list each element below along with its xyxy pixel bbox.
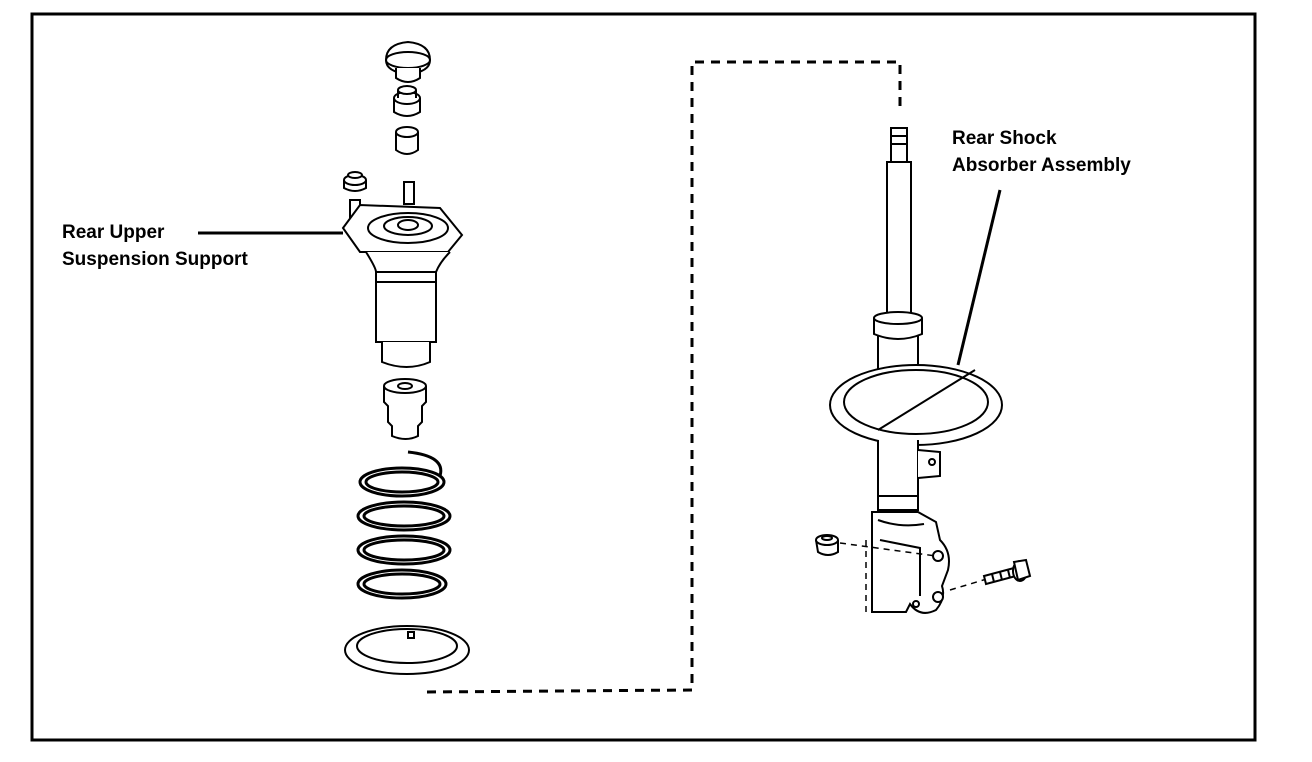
upper-support-label-line1: Rear Upper	[62, 222, 165, 243]
nut-icon	[393, 85, 421, 117]
assembly-dashed-line	[426, 60, 902, 694]
bump-stopper-icon	[383, 378, 427, 440]
dust-cap-icon	[384, 40, 432, 83]
flange-nut-right-icon	[815, 534, 839, 556]
rear-shock-absorber-assembly-label: Rear Shock Absorber Assembly	[952, 125, 1131, 179]
upper-support-label-line2: Suspension Support	[62, 249, 248, 270]
rear-upper-suspension-support-label: Rear Upper Suspension Support	[62, 219, 248, 273]
flange-nut-icon	[343, 171, 367, 192]
shock-absorber-leader-line	[956, 189, 1002, 366]
shock-absorber-label-line2: Absorber Assembly	[952, 155, 1131, 176]
collar-icon	[395, 126, 419, 155]
shock-absorber-icon	[829, 127, 1003, 614]
upper-support-icon	[341, 181, 464, 368]
shock-absorber-label-line1: Rear Shock	[952, 128, 1057, 149]
alignment-dashes	[839, 540, 991, 612]
spring-insulator-icon	[344, 625, 470, 675]
bolt-icon	[982, 558, 1032, 586]
diagram-frame	[30, 12, 1257, 742]
coil-spring-icon	[356, 450, 452, 600]
